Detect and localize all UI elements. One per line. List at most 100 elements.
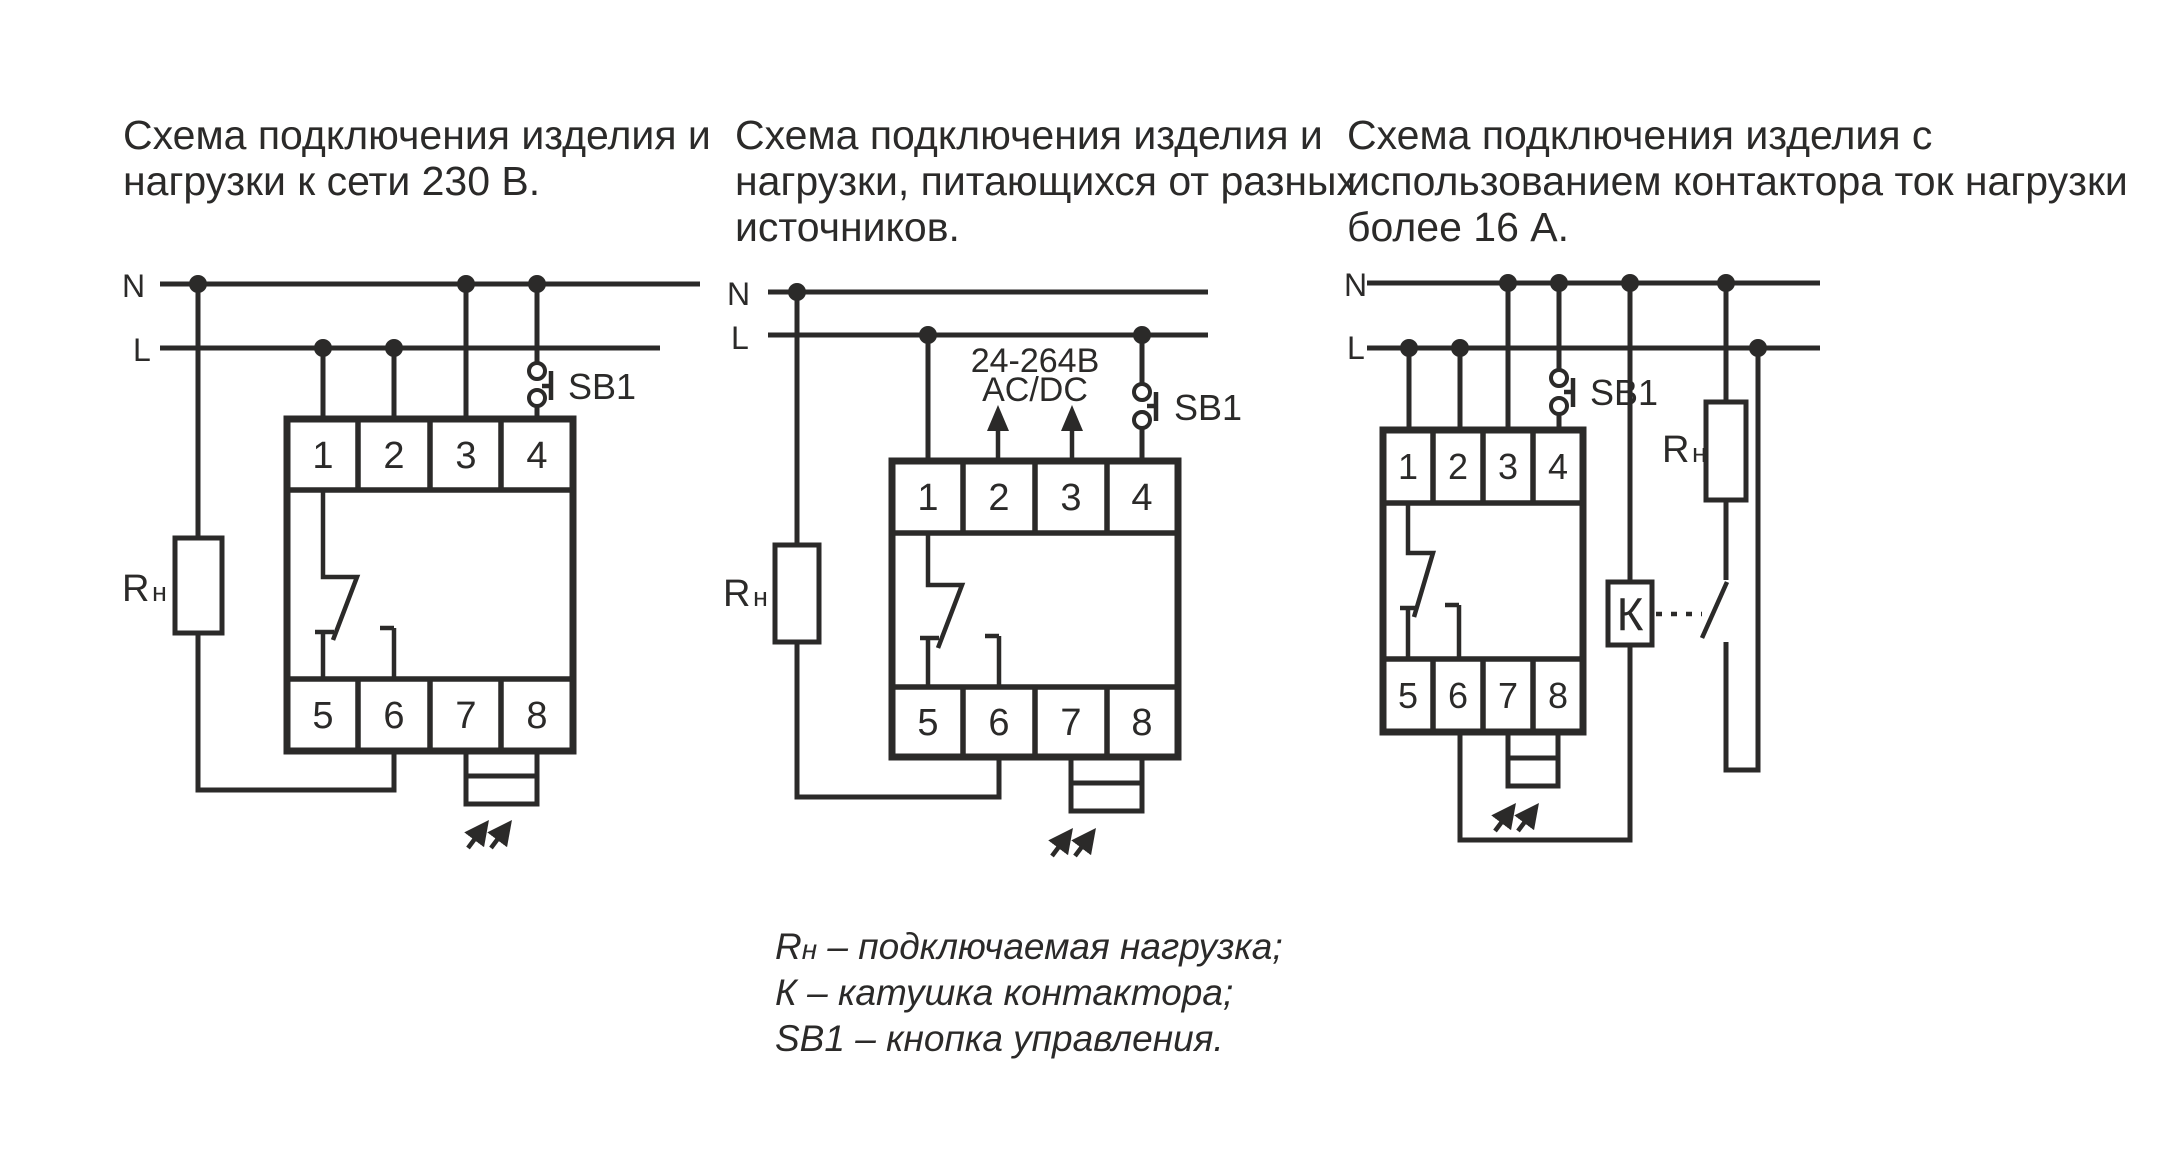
relay-fixed-contact xyxy=(1445,602,1462,659)
load-label: R xyxy=(723,573,750,615)
terminal-number: 4 xyxy=(526,435,547,477)
sb1-contact-circle xyxy=(527,388,547,408)
sb1-label: SB1 xyxy=(568,366,636,407)
diagram1-title: Схема подключения изделия и нагрузки к с… xyxy=(123,112,711,204)
terminal-number: 6 xyxy=(1448,675,1468,716)
l-label: L xyxy=(133,332,151,368)
supply-voltage-label: 24-264В xyxy=(971,342,1100,380)
load-resistor xyxy=(1703,399,1749,503)
legend-text: – подключаемая нагрузка; xyxy=(817,926,1283,967)
light-arrow-icon xyxy=(1048,828,1073,858)
load-return-wire xyxy=(195,633,397,793)
coil-return-wire xyxy=(1457,645,1633,843)
terminal-number: 6 xyxy=(383,695,404,737)
diagram2-title: Схема подключения изделия и нагрузки, пи… xyxy=(735,112,1357,250)
terminal-number: 2 xyxy=(988,477,1009,519)
l-label: L xyxy=(731,320,749,356)
terminal-dividers xyxy=(355,419,504,751)
terminal-number: 7 xyxy=(1060,702,1081,744)
light-arrow-icon xyxy=(1514,803,1539,833)
legend-symbol-sub: н xyxy=(801,934,818,965)
legend-text: – кнопка управления. xyxy=(844,1018,1224,1059)
terminal-dividers xyxy=(960,461,1110,757)
diagram-right: N L SB1 К R xyxy=(1344,267,1820,843)
sb1-contact-circle xyxy=(1549,396,1569,416)
load-label: R xyxy=(122,568,149,610)
terminal-number: 7 xyxy=(455,695,476,737)
relay-contact-blade xyxy=(1405,503,1437,618)
terminal-number: 2 xyxy=(383,435,404,477)
terminal-number: 8 xyxy=(1131,702,1152,744)
n-label: N xyxy=(1344,267,1367,303)
legend: Rн – подключаемая нагрузка; К – катушка … xyxy=(775,925,1283,1063)
pushbutton-actuator-icon xyxy=(1564,378,1576,407)
title-line: нагрузки, питающихся от разных xyxy=(735,158,1358,204)
contactor-lower-lead xyxy=(1723,348,1761,773)
relay-contact-blade xyxy=(320,490,361,641)
sb1-label: SB1 xyxy=(1590,372,1658,413)
l-label: L xyxy=(1347,330,1365,366)
terminal-row-borders xyxy=(1383,500,1583,662)
terminal-number: 1 xyxy=(312,435,333,477)
title-line: Схема подключения изделия и xyxy=(735,112,1323,158)
terminal-number: 3 xyxy=(1060,477,1081,519)
load-label: R xyxy=(1662,429,1689,471)
load-return-wire xyxy=(794,642,1002,800)
load-label-sub: н xyxy=(152,577,167,607)
photo-sensor xyxy=(1068,780,1145,814)
title-line: источников. xyxy=(735,204,960,250)
load-label-sub: н xyxy=(1692,438,1707,468)
supply-arrow-icon xyxy=(1061,405,1083,431)
pushbutton-actuator-icon xyxy=(1147,392,1159,421)
terminal-number: 2 xyxy=(1448,446,1468,487)
terminal-number: 5 xyxy=(1398,675,1418,716)
light-arrow-icon xyxy=(464,820,489,850)
relay-fixed-contact xyxy=(1400,605,1417,659)
sb1-contact-circle xyxy=(1132,410,1152,430)
legend-item-coil: К – катушка контактора; xyxy=(775,971,1283,1017)
load-label-sub: н xyxy=(753,582,768,612)
n-label: N xyxy=(122,268,145,304)
sb1-contact-circle xyxy=(1132,382,1152,402)
relay-fixed-contact xyxy=(920,635,939,687)
supply-arrow-stems xyxy=(995,430,1075,459)
legend-item-load: Rн – подключаемая нагрузка; xyxy=(775,925,1283,971)
load-resistor xyxy=(172,535,225,636)
title-line: более 16 А. xyxy=(1347,204,1570,250)
title-line: использованием контактора ток нагрузки xyxy=(1347,158,2128,204)
light-arrow-icon xyxy=(1071,828,1096,858)
terminal-number: 1 xyxy=(917,477,938,519)
terminal-number: 4 xyxy=(1131,477,1152,519)
relay-contact-blade xyxy=(925,533,966,649)
diagram3-title: Схема подключения изделия с использовани… xyxy=(1347,112,2128,250)
supply-type-label: AC/DC xyxy=(982,371,1088,409)
diagram-left: N L R н SB1 1 xyxy=(122,268,700,850)
contactor-contact-blade xyxy=(1699,581,1730,639)
photo-sensor xyxy=(1505,755,1561,789)
diagram-middle: N L R н SB1 24-264В AC/DC xyxy=(723,276,1242,858)
relay-fixed-contact xyxy=(985,633,1002,687)
terminal-number: 3 xyxy=(455,435,476,477)
terminal-row-borders xyxy=(892,530,1178,690)
n-label: N xyxy=(727,276,750,312)
legend-item-button: SB1 – кнопка управления. xyxy=(775,1017,1283,1063)
load-resistor xyxy=(772,542,822,645)
terminal-number: 5 xyxy=(312,695,333,737)
terminal-number: 4 xyxy=(1548,446,1568,487)
supply-arrow-icon xyxy=(987,405,1009,431)
light-arrow-icon xyxy=(487,820,512,850)
relay-fixed-contact xyxy=(380,625,397,679)
legend-symbol: К xyxy=(775,972,797,1013)
legend-text: – катушка контактора; xyxy=(796,972,1234,1013)
title-line: Схема подключения изделия с xyxy=(1347,112,1933,158)
terminal-number: 5 xyxy=(917,702,938,744)
legend-symbol: R xyxy=(775,926,802,967)
terminal-number: 8 xyxy=(526,695,547,737)
title-line: Схема подключения изделия и xyxy=(123,112,711,158)
sb1-label: SB1 xyxy=(1174,387,1242,428)
sb1-contact-circle xyxy=(1549,368,1569,388)
terminal-number: 3 xyxy=(1498,446,1518,487)
terminal-number: 7 xyxy=(1498,675,1518,716)
